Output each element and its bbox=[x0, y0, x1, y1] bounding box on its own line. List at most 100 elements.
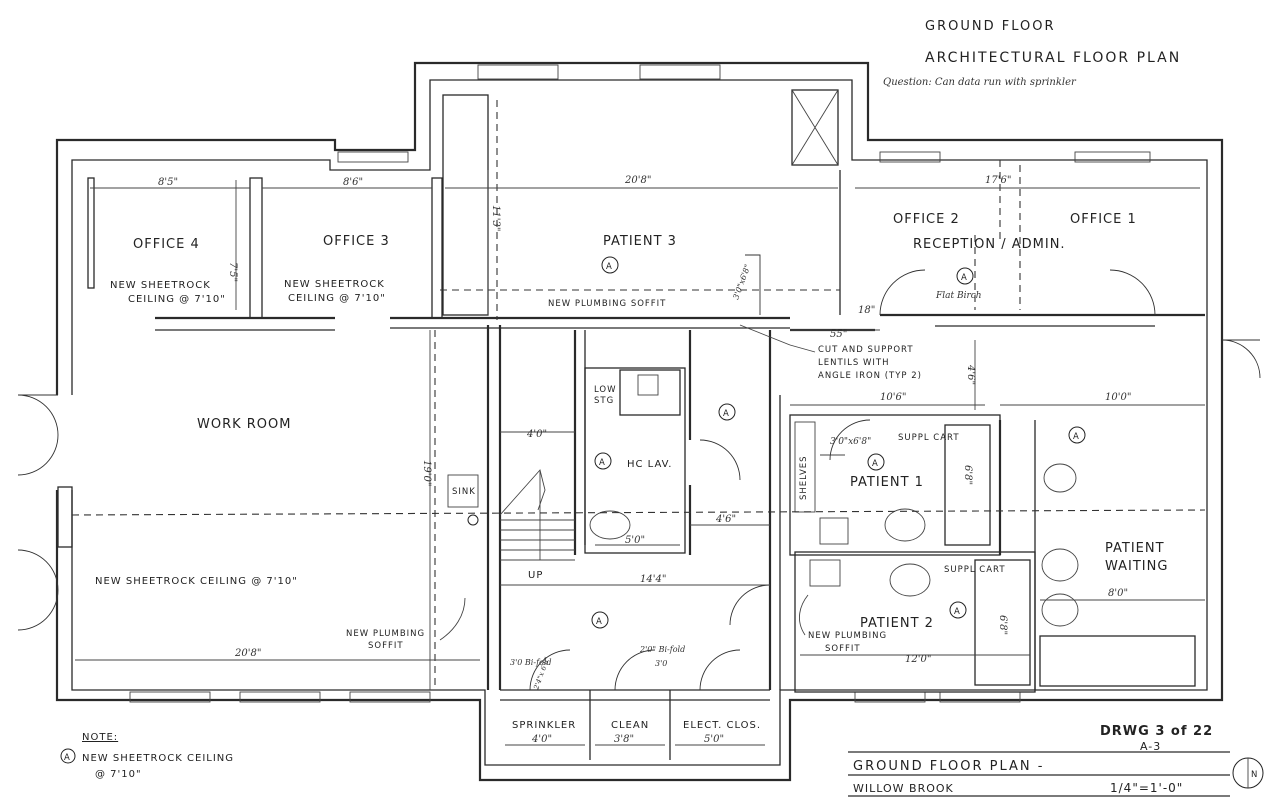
room-work-room: WORK ROOM bbox=[197, 417, 292, 432]
room-office2: OFFICE 2 bbox=[893, 212, 960, 227]
dim-4-0-spr: 4'0" bbox=[531, 734, 552, 745]
dim-55: 55" bbox=[830, 329, 847, 340]
svg-text:A: A bbox=[954, 607, 961, 617]
flat-birch-note: Flat Birch bbox=[935, 291, 982, 301]
header-note: Question: Can data run with sprinkler bbox=[883, 77, 1077, 88]
supply-cart-2: SUPPL CART bbox=[944, 565, 1006, 575]
sheetrock-work: NEW SHEETROCK CEILING @ 7'10" bbox=[95, 576, 298, 587]
annotations: NEW SHEETROCK CEILING @ 7'10" NEW SHEETR… bbox=[95, 263, 982, 691]
header-line2: ARCHITECTURAL FLOOR PLAN bbox=[925, 50, 1181, 66]
dim-4-6-v: 4'6" bbox=[965, 364, 976, 385]
room-clean: CLEAN bbox=[611, 720, 649, 731]
dim-5-0-elec: 5'0" bbox=[704, 734, 724, 745]
svg-text:A: A bbox=[599, 458, 606, 468]
sheetrock-o3-1: NEW SHEETROCK bbox=[284, 279, 385, 290]
ceiling-tag-a: A bbox=[718, 403, 736, 421]
room-office4: OFFICE 4 bbox=[133, 237, 200, 252]
ceiling-tag-a: A bbox=[601, 256, 619, 274]
dim-7-5: 7'5" bbox=[227, 262, 238, 282]
ceiling-tag-a: A bbox=[949, 601, 967, 619]
svg-text:A: A bbox=[961, 273, 968, 283]
dim-12-0: 12'0" bbox=[905, 654, 931, 665]
north-label: N bbox=[1251, 770, 1258, 780]
dim-4-0-stair: 4'0" bbox=[526, 429, 547, 440]
dim-8-0: 8'0" bbox=[1108, 588, 1128, 599]
room-patient1: PATIENT 1 bbox=[850, 475, 924, 490]
project-name: WILLOW BROOK bbox=[853, 782, 954, 795]
note-line2: @ 7'10" bbox=[95, 769, 142, 780]
dim-10-6: 10'6" bbox=[880, 392, 906, 403]
dimension-labels: 8'5" 8'6" 20'8" 17'6" 7'5" 11'3" 19'0" 4… bbox=[158, 175, 1131, 745]
plumbing-soffit-right-2: SOFFIT bbox=[825, 644, 861, 654]
sheetrock-o4-1: NEW SHEETROCK bbox=[110, 280, 211, 291]
interior-walls bbox=[17, 94, 1261, 760]
stair-up: UP bbox=[528, 570, 543, 581]
note-title: NOTE: bbox=[82, 732, 118, 743]
drawing-number: DRWG 3 of 22 bbox=[1100, 724, 1213, 739]
general-note: NOTE: A NEW SHEETROCK CEILING @ 7'10" bbox=[60, 732, 234, 780]
room-patient2: PATIENT 2 bbox=[860, 616, 934, 631]
room-sprinkler: SPRINKLER bbox=[512, 720, 576, 731]
door-size-2: 3'0"x6'8" bbox=[731, 263, 752, 301]
header-line1: GROUND FLOOR bbox=[925, 19, 1055, 34]
plumbing-soffit-left-2: SOFFIT bbox=[368, 641, 404, 651]
ceiling-tag-a: A bbox=[594, 452, 612, 470]
dim-6-8-p2: 6'8" bbox=[997, 615, 1008, 635]
room-elec-clos: ELECT. CLOS. bbox=[683, 720, 761, 731]
dim-17-6: 17'6" bbox=[985, 175, 1011, 186]
ceiling-tag-a: A bbox=[867, 453, 885, 471]
dim-18: 18" bbox=[858, 305, 875, 316]
drawing-header: GROUND FLOOR ARCHITECTURAL FLOOR PLAN Qu… bbox=[883, 19, 1181, 88]
bifold-sprinkler: 3'0 Bi-fold bbox=[510, 658, 552, 667]
dim-6-8-p1: 6'8" bbox=[962, 465, 973, 485]
ceiling-tag-a: A bbox=[591, 611, 609, 629]
title-block: DRWG 3 of 22 A-3 GROUND FLOOR PLAN - WIL… bbox=[848, 724, 1264, 797]
stair bbox=[499, 469, 575, 561]
north-arrow-icon: N bbox=[1232, 757, 1264, 789]
room-waiting-1: PATIENT bbox=[1105, 541, 1165, 556]
supply-cart-1: SUPPL CART bbox=[898, 433, 960, 443]
svg-text:A: A bbox=[723, 409, 730, 419]
dim-11-3: 11'3" bbox=[490, 205, 501, 231]
svg-text:A: A bbox=[872, 459, 879, 469]
ceiling-tags: A A A A A A A A bbox=[591, 256, 1086, 629]
svg-text:A: A bbox=[1073, 432, 1080, 442]
dim-8-5: 8'5" bbox=[158, 177, 178, 188]
dim-5-0-lav: 5'0" bbox=[625, 535, 645, 546]
plumbing-soffit-right-1: NEW PLUMBING bbox=[808, 631, 887, 641]
low-storage-1: LOW bbox=[594, 385, 617, 395]
note-line1: NEW SHEETROCK CEILING bbox=[82, 753, 234, 764]
lintels-note-1: CUT AND SUPPORT bbox=[818, 345, 914, 355]
room-hc-lav: HC LAV. bbox=[627, 459, 672, 470]
svg-text:A: A bbox=[596, 617, 603, 627]
svg-text:A: A bbox=[606, 262, 613, 272]
soffit-lines bbox=[71, 100, 1206, 685]
dim-4-6-hall: 4'6" bbox=[715, 514, 736, 525]
bifold-clean-b: 3'0 bbox=[655, 659, 667, 668]
dimension-lines bbox=[75, 170, 1205, 746]
plumbing-soffit-left-1: NEW PLUMBING bbox=[346, 629, 425, 639]
room-office3: OFFICE 3 bbox=[323, 234, 390, 249]
room-waiting-2: WAITING bbox=[1105, 559, 1168, 574]
plumbing-soffit-top: NEW PLUMBING SOFFIT bbox=[548, 299, 666, 309]
ceiling-tag-a: A bbox=[956, 267, 974, 285]
sheet-number: A-3 bbox=[1140, 740, 1161, 753]
fixture-sink: SINK bbox=[452, 487, 476, 497]
lintels-note-2: LENTILS WITH bbox=[818, 358, 890, 368]
plan-title: GROUND FLOOR PLAN - bbox=[853, 759, 1044, 774]
dim-8-6: 8'6" bbox=[343, 177, 363, 188]
dim-19-0: 19'0" bbox=[421, 460, 432, 486]
room-reception: RECEPTION / ADMIN. bbox=[913, 237, 1066, 252]
room-shelves: SHELVES bbox=[799, 455, 809, 500]
low-storage-2: STG bbox=[594, 396, 614, 406]
dim-14-4: 14'4" bbox=[640, 574, 666, 585]
dim-3-8: 3'8" bbox=[614, 734, 634, 745]
dim-20-8-bottom: 20'8" bbox=[234, 648, 261, 659]
drawing-scale: 1/4"=1'-0" bbox=[1110, 781, 1183, 795]
lintels-note-3: ANGLE IRON (TYP 2) bbox=[818, 371, 922, 381]
room-labels: OFFICE 4 OFFICE 3 PATIENT 3 OFFICE 2 OFF… bbox=[133, 212, 1168, 731]
sheetrock-o4-2: CEILING @ 7'10" bbox=[128, 294, 226, 305]
door-size-1: 3'0"x6'8" bbox=[830, 437, 871, 447]
dim-10-0: 10'0" bbox=[1105, 392, 1131, 403]
